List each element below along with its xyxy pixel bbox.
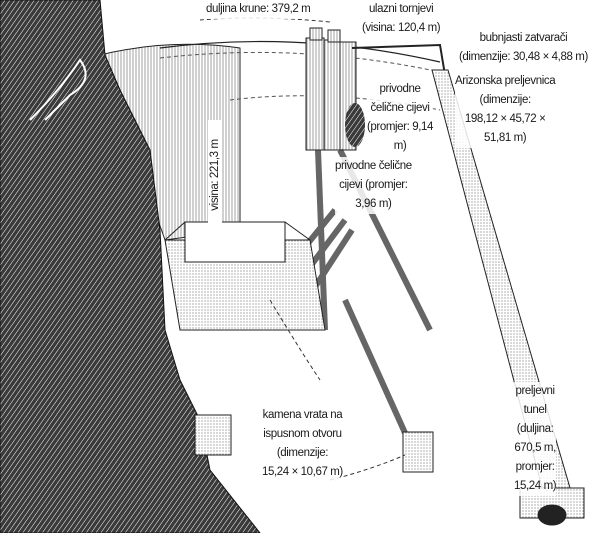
label-line: promjer: <box>515 461 555 473</box>
label-line: privodne čelične <box>335 160 412 172</box>
label-outlet-gates: kamena vrata na ispusnom otvoru (dimenzi… <box>262 406 343 482</box>
label-drum-gates: bubnjasti zatvarači (dimenzije: 30,48 × … <box>459 29 588 67</box>
label-line: 198,12 × 45,72 × <box>464 113 546 125</box>
arizona-spillway <box>351 43 446 76</box>
label-line: 15,24 × 10,67 m) <box>262 466 343 478</box>
label-penstocks-large: privodne čelične cijevi (promjer: 9,14 m… <box>367 80 433 156</box>
label-line: (dimenzije: <box>276 447 329 459</box>
label-line: 670,5 m, <box>514 442 556 454</box>
label-arizona-spillway: Arizonska preljevnica (dimenzije: 198,12… <box>455 72 556 148</box>
label-intake-towers: ulazni tornjevi (visina: 120,4 m) <box>362 0 441 38</box>
label-line: tunel <box>523 404 547 416</box>
label-line: cijevi (promjer: <box>339 179 408 191</box>
label-line: privodne <box>379 83 421 95</box>
label-line: Arizonska preljevnica <box>455 75 556 87</box>
label-line: 51,81 m) <box>484 132 527 144</box>
label-line: čelične cijevi <box>370 102 430 114</box>
dam-face <box>99 43 241 241</box>
label-line: (dimenzije: <box>479 94 532 106</box>
label-line: (duljina: <box>516 423 554 435</box>
dam-crest <box>159 40 441 63</box>
power-plant <box>164 221 326 331</box>
label-line: bubnjasti zatvarači <box>479 32 568 44</box>
label-line: 15,24 m) <box>514 480 557 492</box>
label-dam-height: visina: 221,3 m <box>208 120 222 230</box>
label-line: (dimenzije: 30,48 × 4,88 m) <box>459 51 588 63</box>
label-line: kamena vrata na <box>262 409 343 421</box>
label-spillway-tunnel: preljevni tunel (duljina: 670,5 m, promj… <box>514 382 557 496</box>
label-line: ispusnom otvoru <box>263 428 342 440</box>
label-line: m) <box>393 140 407 152</box>
label-line: ulazni tornjevi <box>368 3 434 15</box>
label-penstocks-small: privodne čelične cijevi (promjer: 3,96 m… <box>335 157 412 214</box>
canyon-wall <box>0 0 261 533</box>
label-line: 3,96 m) <box>355 198 392 210</box>
label-line: (visina: 120,4 m) <box>362 22 441 34</box>
label-line: preljevni <box>515 385 555 397</box>
label-line: (promjer: 9,14 <box>367 121 433 133</box>
label-crest-length: duljina krune: 379,2 m <box>206 0 311 19</box>
